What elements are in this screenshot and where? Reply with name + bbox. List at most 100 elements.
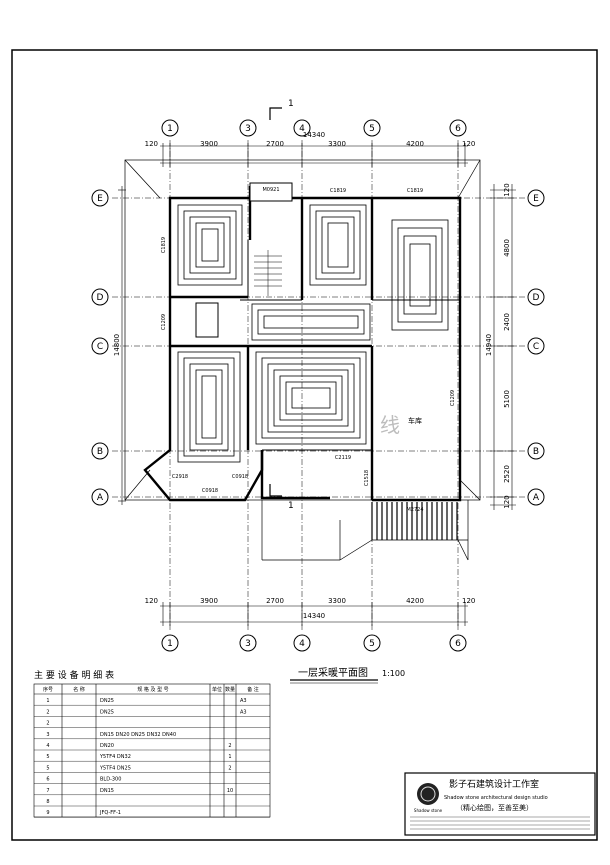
opening-label: C1819 [330,188,346,194]
equipment-table-title: 主 要 设 备 明 细 表 [34,669,114,681]
dimension-label: 120 [462,140,475,148]
axis-bubbles-top: 1 3 4 5 6 [161,119,467,137]
opening-label: M0921 [262,187,279,193]
table-cell-no: 5 [46,765,49,771]
heating-coils [177,204,449,463]
table-header-cell: 序号 [43,686,53,693]
manifold-box [195,302,219,338]
table-cell-spec: DN25 [100,709,114,715]
studio-logo-text: Shadow stone [414,808,443,813]
axis-label: 3 [245,124,251,134]
table-cell-spec: DN15 [100,788,114,794]
dimension-label: 120 [145,597,158,605]
axis-label: 4 [299,124,305,134]
opening-label: C2918 [172,474,188,480]
table-cell-no: 4 [46,743,49,749]
axis-label: B [97,447,103,457]
studio-logo [417,783,439,805]
opening-label: C1819 [161,237,167,253]
studio-fine-print [410,816,590,830]
dimension-label: 2520 [503,465,511,483]
watermark: 线 [380,413,400,437]
dimension-label: 5100 [503,390,511,408]
table-header-cell: 名 称 [73,686,85,693]
dimension-label: 4200 [406,597,424,605]
table-cell-spec: Y5TF4 DN25 [99,765,131,771]
table-cell-no: 8 [46,799,49,805]
table-cell-no: 2 [46,721,49,727]
axis-label: D [533,293,540,303]
axis-label: A [533,493,540,503]
dimension-label: 3300 [328,140,346,148]
table-cell-no: 7 [46,788,49,794]
drawing-scale: 1:100 [382,669,405,678]
table-header-cell: 规 格 及 型 号 [137,686,168,693]
exterior-walls [143,186,462,502]
axis-label: 5 [369,639,375,649]
table-cell-qty: 2 [228,743,231,749]
dimension-chain-bottom [160,602,468,626]
table-cell-no: 2 [46,709,49,715]
roof-outline [124,159,481,561]
opening-label: C1209 [161,314,167,330]
opening-label: C1209 [450,390,456,406]
section-marker-top [269,107,282,120]
dimension-label: 3900 [200,597,218,605]
table-header-cell: 数量 [225,686,235,693]
interior-walls [240,182,460,451]
dimension-chain-top [160,143,468,167]
dimension-total: 14340 [303,612,325,620]
table-cell-spec: DN15 DN20 DN25 DN32 DN40 [100,732,176,738]
axis-label: E [97,194,103,204]
table-cell-qty: 10 [227,788,233,794]
studio-name-en: Shadow stone architectural design studio [444,795,548,801]
table-cell-no: 1 [46,698,49,704]
axis-label: C [533,342,539,352]
axis-label: 5 [369,124,375,134]
dimension-label: 120 [145,140,158,148]
dimension-label: 3900 [200,140,218,148]
axis-label: 6 [455,639,461,649]
drawing-title: 一层采暖平面图 [298,666,368,679]
axis-label: B [533,447,539,457]
table-cell-qty: 2 [228,765,231,771]
table-cell-no: 9 [46,810,49,816]
table-cell-no: 5 [46,754,49,760]
studio-stamp-box [404,772,596,836]
axis-label: 4 [299,639,305,649]
studio-name-cn: 影子石建筑设计工作室 [449,778,539,790]
garage-door-hatch [371,502,458,540]
section-label: 1 [288,501,294,511]
staircase [254,250,282,296]
dimension-label: 120 [503,495,511,508]
dimension-label: 4200 [406,140,424,148]
table-cell-spec: DN20 [100,743,114,749]
table-cell-no: 3 [46,732,49,738]
axis-label: C [97,342,103,352]
dimension-total: 14800 [113,334,121,356]
axis-label: 1 [167,639,173,649]
axis-label: 6 [455,124,461,134]
dimension-label: 2400 [503,313,511,331]
axis-grid [112,140,525,630]
dimension-label: 4800 [503,239,511,257]
opening-label: C0918 [232,474,248,480]
table-cell-note: A3 [240,709,247,715]
opening-label: C2119 [335,455,351,461]
studio-slogan: （精心绘图，至善至美） [456,803,533,812]
axis-label: A [97,493,104,503]
dimension-label: 120 [503,183,511,196]
opening-label: M2724 [406,507,423,513]
axis-bubbles-right: E D C B A [527,189,545,506]
axis-label: D [97,293,104,303]
axis-label: 3 [245,639,251,649]
dimension-label: 2700 [266,597,284,605]
opening-label: C1518 [364,470,370,486]
table-header-cell: 备 注 [247,686,259,693]
axis-label: 1 [167,124,173,134]
table-cell-spec: DN25 [100,698,114,704]
axis-bubbles-left: E D C B A [91,189,109,506]
opening-label: C0918 [202,488,218,494]
